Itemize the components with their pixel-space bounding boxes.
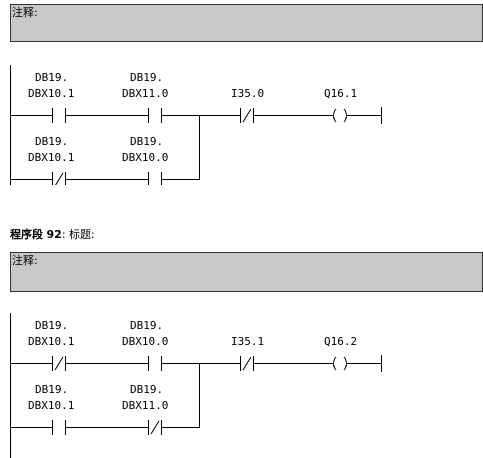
coil-label: Q16.2 <box>324 335 357 348</box>
contact-label-line1: DB19. <box>130 135 163 148</box>
contact-label-line2: DBX10.1 <box>28 335 74 348</box>
contact-no[interactable] <box>52 420 66 435</box>
segment-separator: : <box>61 228 66 241</box>
comment-label: 注释: <box>12 6 38 19</box>
contact-nc[interactable] <box>52 172 66 185</box>
network1-comment-box[interactable]: 注释: <box>10 4 483 42</box>
contact-label-line1: DB19. <box>35 383 68 396</box>
contact-label-line2: DBX11.0 <box>122 87 168 100</box>
contact-label-line2: DBX11.0 <box>122 399 168 412</box>
contact-no[interactable] <box>148 108 162 123</box>
contact-no[interactable] <box>148 172 162 185</box>
network1-ladder: DB19. DBX10.1 DB19. DBX11.0 DB19. DBX10.… <box>10 65 382 185</box>
segment-title: 程序段 92: 标题: <box>10 228 95 242</box>
contact-nc[interactable] <box>240 356 254 371</box>
output-coil[interactable] <box>333 108 347 123</box>
contact-no[interactable] <box>148 356 162 371</box>
segment-number: 92 <box>46 228 62 241</box>
contact-label: I35.0 <box>231 87 264 100</box>
contact-label-line2: DBX10.0 <box>122 151 168 164</box>
comment-label: 注释: <box>12 254 38 267</box>
contact-label-line2: DBX10.1 <box>28 399 74 412</box>
contact-label-line1: DB19. <box>130 383 163 396</box>
contact-label-line2: DBX10.0 <box>122 335 168 348</box>
contact-nc[interactable] <box>148 420 162 435</box>
contact-nc[interactable] <box>240 108 254 123</box>
contact-label: I35.1 <box>231 335 264 348</box>
segment-prefix: 程序段 <box>10 228 43 241</box>
contact-label-line1: DB19. <box>35 71 68 84</box>
contact-label-line1: DB19. <box>35 319 68 332</box>
output-coil[interactable] <box>333 356 347 371</box>
coil-label: Q16.1 <box>324 87 357 100</box>
network2-comment-box[interactable]: 注释: <box>10 252 483 292</box>
contact-label-line1: DB19. <box>35 135 68 148</box>
contact-label-line2: DBX10.1 <box>28 87 74 100</box>
contact-nc[interactable] <box>52 356 66 371</box>
contact-no[interactable] <box>52 108 66 123</box>
contact-label-line2: DBX10.1 <box>28 151 74 164</box>
contact-label-line1: DB19. <box>130 71 163 84</box>
contact-label-line1: DB19. <box>130 319 163 332</box>
segment-title-text: 标题: <box>69 228 95 241</box>
network2-ladder: DB19. DBX10.1 DB19. DBX10.0 DB19. DBX10.… <box>10 313 382 458</box>
